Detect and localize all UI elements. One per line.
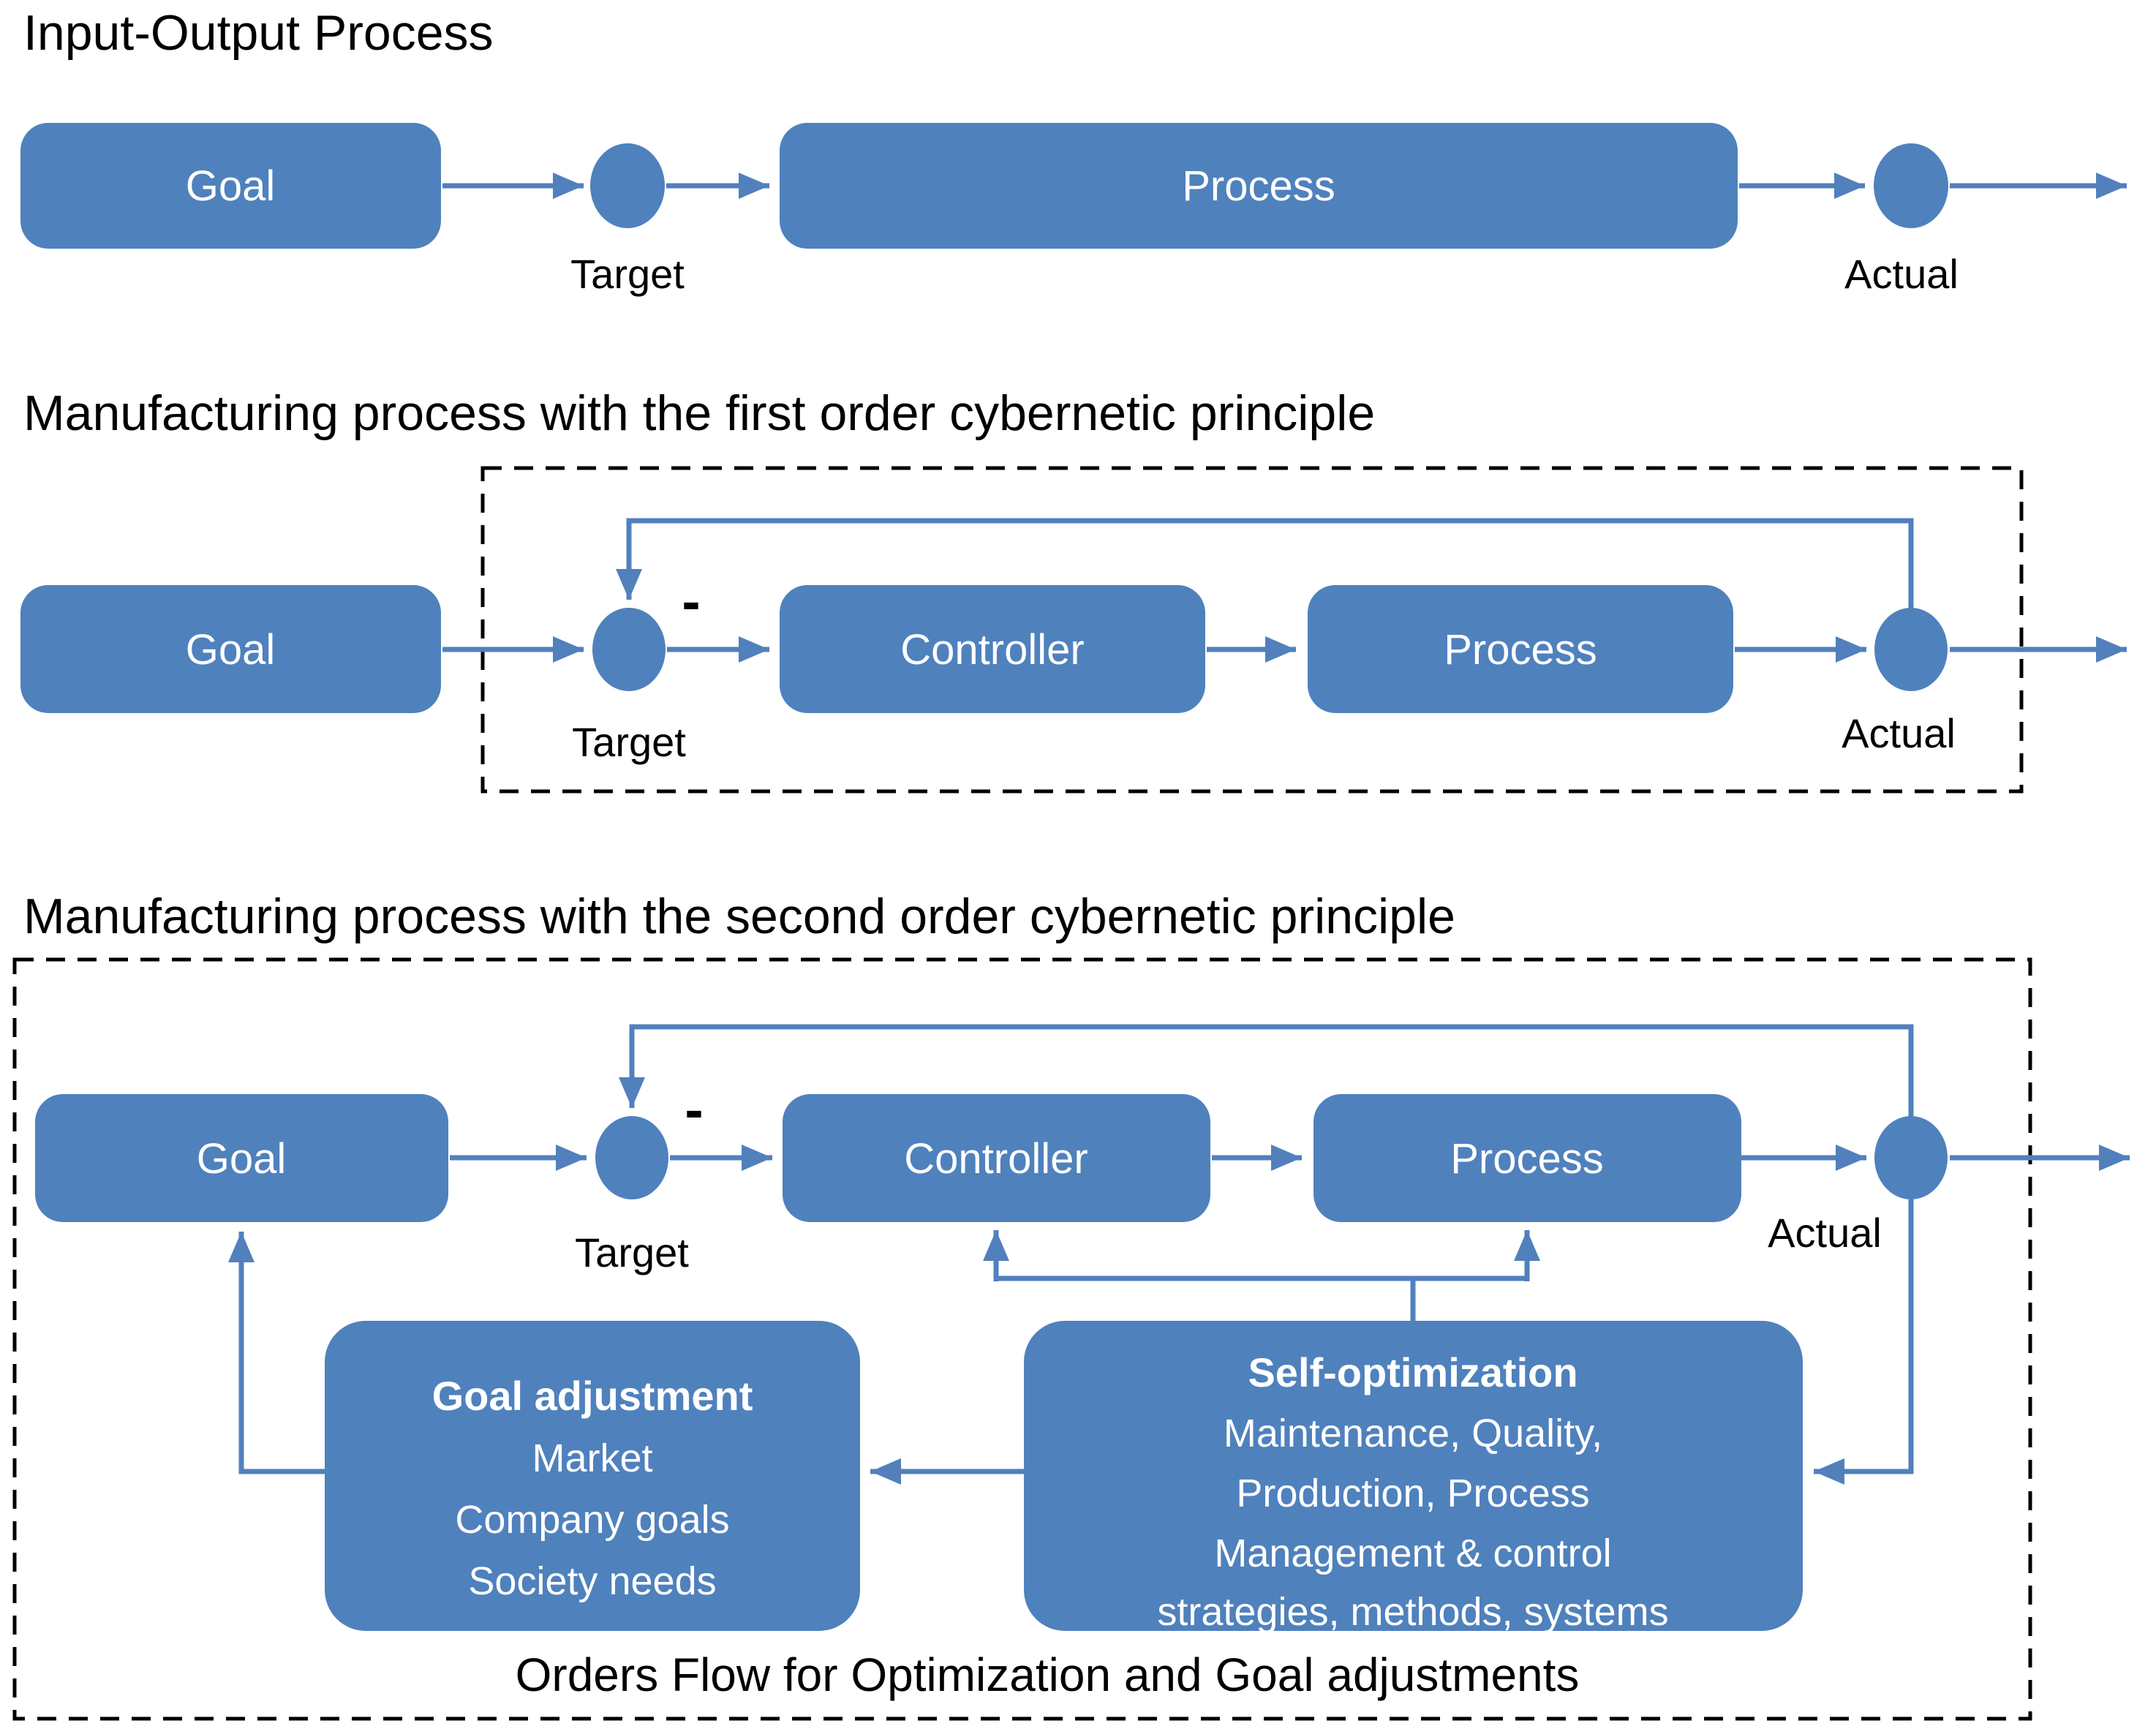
goal-box [35, 1094, 448, 1222]
goal-box-label: Goal [186, 162, 276, 210]
self-optimization-line: Maintenance, Quality, [1224, 1412, 1602, 1455]
section-title: Manufacturing process with the first ord… [23, 385, 1375, 441]
controller-box [783, 1094, 1210, 1222]
section-title: Input-Output Process [23, 5, 494, 61]
goal-box [20, 123, 441, 249]
target-label: Target [575, 1229, 689, 1275]
controller-box-label: Controller [904, 1135, 1088, 1183]
minus-sign: - [682, 570, 700, 633]
goal-adjustment-box [325, 1321, 860, 1631]
actual-junction-node [1874, 608, 1948, 691]
feedback-line [619, 1024, 1914, 1118]
self-optimization-line: Management & control [1214, 1531, 1611, 1575]
system-boundary [12, 957, 2032, 1721]
goal-box-label: Goal [186, 626, 276, 674]
process-box [1313, 1094, 1741, 1222]
target-junction-node [590, 143, 665, 228]
section-title: Manufacturing process with the second or… [23, 889, 1455, 944]
process-box [780, 123, 1738, 249]
self-optimization-line: strategies, methods, systems [1157, 1590, 1668, 1634]
system-boundary [480, 466, 2024, 794]
actual-junction-node [1874, 1116, 1948, 1199]
goal-adjustment-line: Society needs [468, 1559, 716, 1603]
feedback-line [616, 518, 1914, 609]
orders-flow-caption: Orders Flow for Optimization and Goal ad… [516, 1648, 1580, 1701]
self-optimization-heading: Self-optimization [1248, 1349, 1578, 1395]
goal-adjustment-line: Market [532, 1436, 652, 1480]
target-junction-node [592, 608, 666, 691]
actual-junction-node [1874, 143, 1948, 228]
line-actual-to-self-optimization [1814, 1199, 1914, 1485]
self-optimization-line: Production, Process [1236, 1471, 1589, 1515]
process-box-label: Process [1450, 1135, 1604, 1183]
target-junction-node [595, 1116, 668, 1199]
actual-label: Actual [1768, 1210, 1882, 1256]
self-optimization-box [1024, 1321, 1803, 1631]
goal-box-label: Goal [197, 1135, 287, 1183]
process-box-label: Process [1444, 626, 1597, 674]
actual-label: Actual [1844, 251, 1959, 297]
process-box-label: Process [1182, 162, 1335, 210]
section-second-order: Manufacturing process with the second or… [12, 889, 2130, 1721]
actual-label: Actual [1842, 710, 1956, 756]
process-box [1308, 585, 1733, 713]
controller-box-label: Controller [900, 626, 1084, 674]
target-label: Target [572, 719, 686, 765]
controller-box [780, 585, 1205, 713]
arrow-goal-adjustment-to-goal [228, 1232, 325, 1474]
section-first-order: Manufacturing process with the first ord… [20, 385, 2127, 794]
minus-sign: - [685, 1079, 703, 1141]
section-input-output: Input-Output Process Goal Target Process… [20, 5, 2127, 297]
target-label: Target [570, 251, 685, 297]
goal-box [20, 585, 441, 713]
goal-adjustment-heading: Goal adjustment [432, 1373, 753, 1419]
goal-adjustment-line: Company goals [455, 1498, 729, 1542]
